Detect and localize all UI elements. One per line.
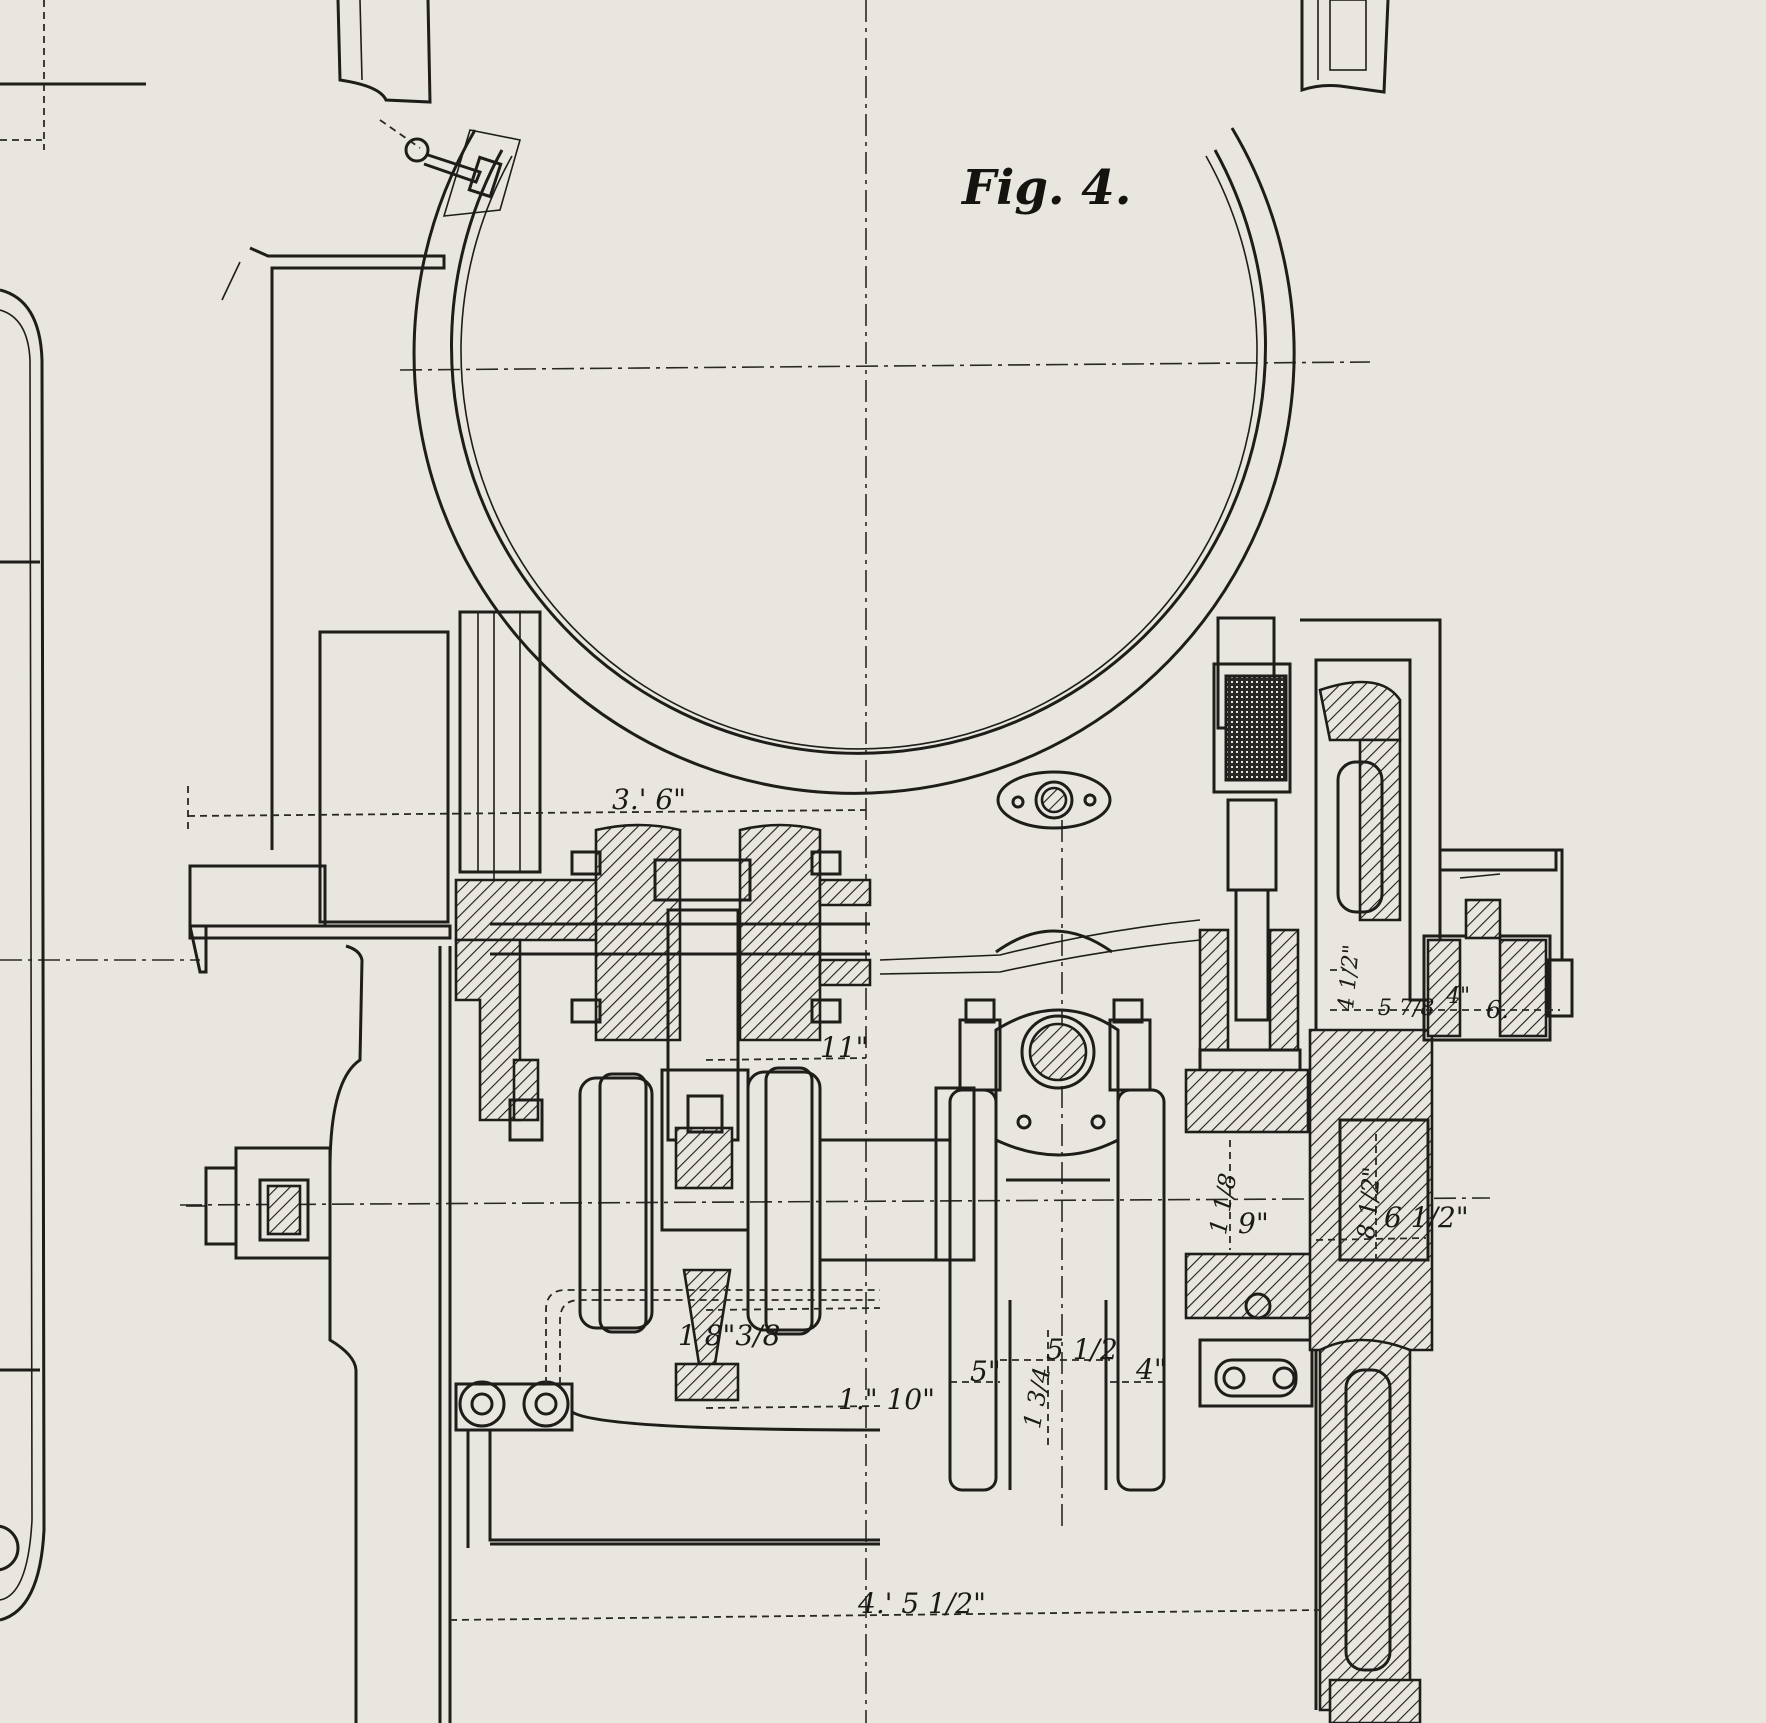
dimension-label: 1." 10" xyxy=(838,1383,936,1416)
dimension-label: 6 1/2" xyxy=(1384,1201,1469,1234)
dimension-label: 6. xyxy=(1486,996,1509,1024)
dimension-label: 4" xyxy=(1446,984,1471,1009)
left-edge-fragment xyxy=(0,0,146,1622)
dimension-label: 1 8"3/8 xyxy=(678,1319,781,1352)
centre-lines xyxy=(0,0,1491,1723)
valve-rod-assembly xyxy=(1184,616,1316,1408)
axle-box-centre xyxy=(948,998,1166,1492)
dimension-label: 3.' 6" xyxy=(612,783,687,816)
brake-rigging xyxy=(454,1289,881,1548)
dimension-label: 4 1/2" xyxy=(1334,943,1365,1013)
dimension-label: 8 1/2" xyxy=(1352,1165,1387,1241)
top-valve xyxy=(379,119,503,199)
dimension-label: 11" xyxy=(820,1031,869,1064)
figure-title: Fig. 4. xyxy=(962,160,1132,216)
crank-axle xyxy=(578,1066,976,1402)
top-fragments xyxy=(336,0,1390,104)
eccentric-assembly xyxy=(454,823,872,1182)
driving-wheel xyxy=(1300,618,1574,1723)
dimension-label: 5" xyxy=(970,1355,1001,1388)
dimension-label: 4" xyxy=(1136,1353,1167,1386)
frame-column xyxy=(188,246,542,1723)
dimension-label: 4.' 5 1/2" xyxy=(858,1587,986,1620)
dimension-label: 5 7/8 xyxy=(1378,996,1435,1021)
boiler-shell xyxy=(412,127,1296,795)
dimension-lines xyxy=(187,786,1560,1621)
dimension-label: 5 1/2 xyxy=(1046,1333,1118,1366)
dimension-label: 9" xyxy=(1238,1207,1269,1240)
axle-box-left xyxy=(186,1146,332,1260)
oil-lubricator xyxy=(879,770,1201,975)
